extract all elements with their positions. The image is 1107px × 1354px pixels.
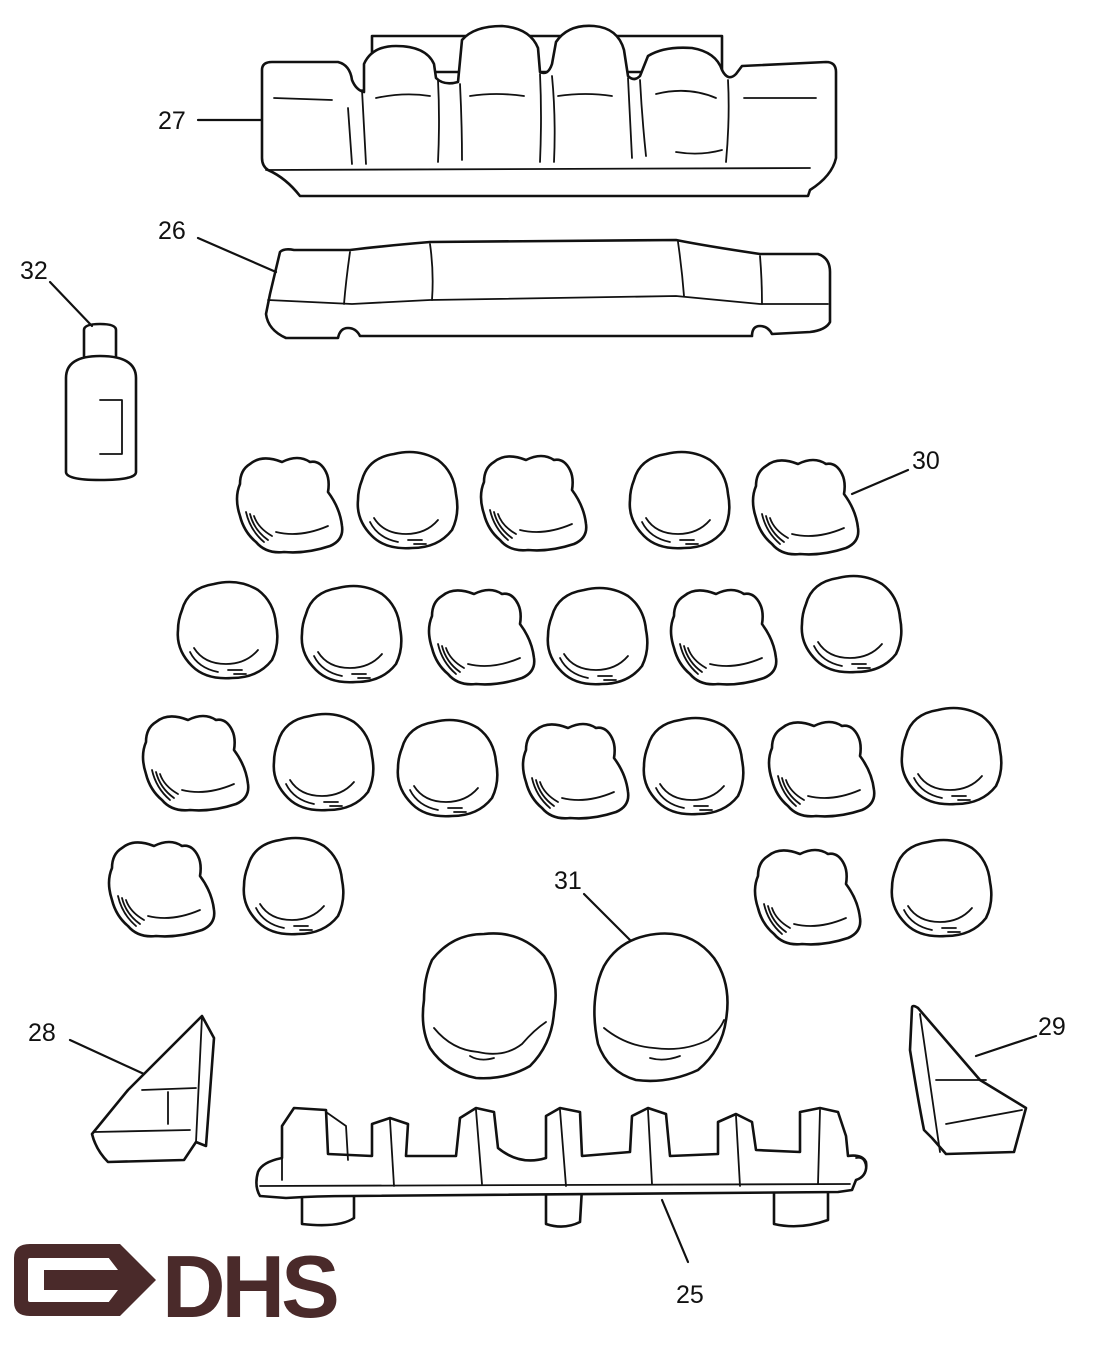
large-ember-rock: [421, 932, 557, 1080]
front-log: [264, 238, 832, 340]
right-wedge: [908, 1004, 1028, 1156]
ember-rock: [396, 718, 499, 818]
ember-rock: [479, 454, 588, 552]
ember-rock: [767, 720, 876, 818]
leader-26: [196, 236, 278, 274]
leader-30: [850, 468, 910, 496]
bottle: [64, 322, 138, 482]
ember-rock: [546, 586, 649, 686]
leader-31: [582, 892, 632, 942]
ember-rock: [356, 450, 459, 550]
dhs-logo: DHS: [14, 1237, 341, 1336]
ember-rock: [900, 706, 1003, 806]
large-ember-rock: [593, 932, 729, 1083]
leader-29: [974, 1034, 1038, 1058]
callout-25: 25: [676, 1281, 704, 1309]
leader-28: [68, 1038, 146, 1076]
ember-rock: [628, 450, 731, 550]
ember-rock: [753, 848, 862, 946]
ember-rock: [427, 588, 536, 686]
ember-rock: [800, 574, 903, 674]
callouts: 27 26 32 30 31 28 29 25: [20, 107, 1066, 1309]
leader-32: [48, 280, 94, 328]
ember-rock: [521, 722, 630, 820]
callout-31: 31: [554, 867, 582, 895]
logo-text: DHS: [162, 1237, 337, 1336]
ember-rock: [235, 456, 344, 554]
ember-rock: [176, 580, 279, 680]
ember-rock: [272, 712, 375, 812]
callout-28: 28: [28, 1019, 56, 1047]
rear-log: [260, 24, 838, 198]
large-ember-rocks: [421, 932, 729, 1083]
ember-rock: [669, 588, 778, 686]
ember-rock: [300, 584, 403, 684]
callout-30: 30: [912, 447, 940, 475]
ember-rock: [751, 458, 860, 556]
ember-rock: [141, 714, 250, 812]
callout-32: 32: [20, 257, 48, 285]
ember-rock: [242, 836, 345, 936]
callout-29: 29: [1038, 1013, 1066, 1041]
ember-rock: [890, 838, 993, 938]
arrow-right-icon: [14, 1244, 156, 1316]
ember-rock: [642, 716, 745, 816]
leader-lines: [48, 118, 1038, 1264]
leader-25: [660, 1198, 690, 1264]
callout-26: 26: [158, 217, 186, 245]
ember-rock: [107, 840, 216, 938]
grate: [255, 1106, 868, 1228]
callout-27: 27: [158, 107, 186, 135]
left-wedge: [90, 1014, 216, 1164]
